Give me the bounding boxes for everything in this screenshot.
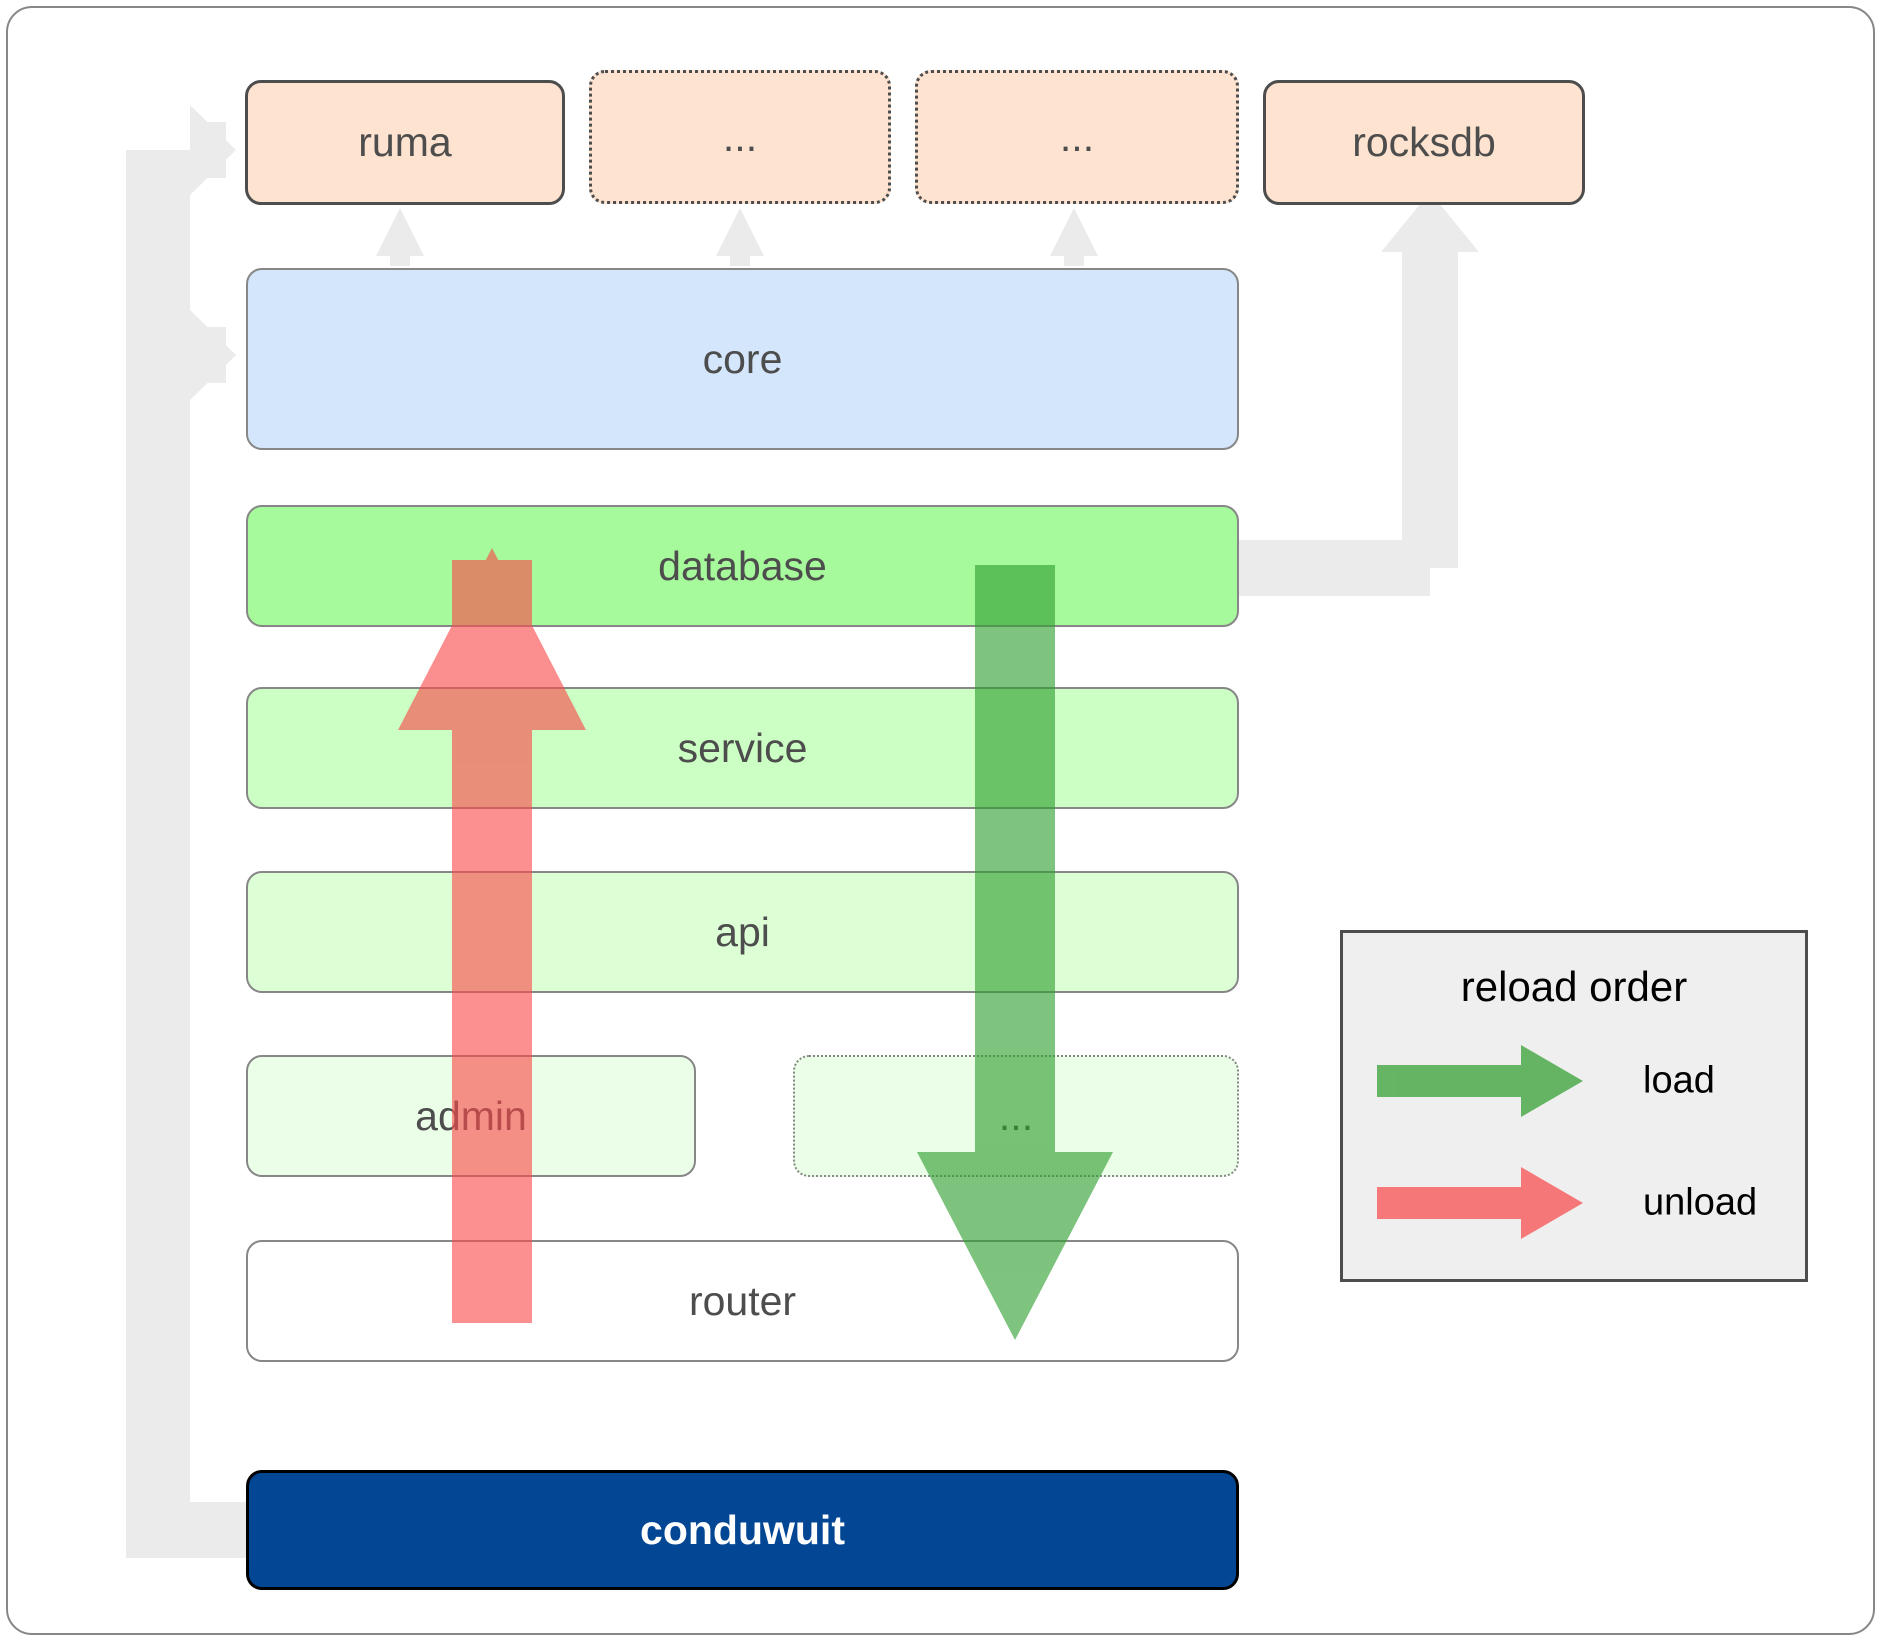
legend-row-unload: unload: [1343, 1155, 1805, 1251]
legend-label-load: load: [1643, 1059, 1715, 1102]
layer-node-router[interactable]: router: [246, 1240, 1239, 1362]
root-node-conduwuit[interactable]: conduwuit: [246, 1470, 1239, 1590]
layer-node-api[interactable]: api: [246, 871, 1239, 993]
root-label: conduwuit: [640, 1506, 845, 1553]
dependency-node-ellipsis-1[interactable]: ...: [589, 70, 891, 204]
core-node[interactable]: core: [246, 268, 1239, 450]
dependency-node-ellipsis-2[interactable]: ...: [915, 70, 1239, 204]
dependency-node-rocksdb[interactable]: rocksdb: [1263, 80, 1585, 205]
dependency-label: ...: [1059, 113, 1095, 160]
dependency-label: rocksdb: [1352, 119, 1496, 165]
layer-node-database[interactable]: database: [246, 505, 1239, 627]
load-arrow-icon: [1377, 1045, 1583, 1117]
layer-label: api: [715, 908, 770, 955]
layer-label: database: [658, 542, 827, 589]
diagram-frame: [6, 6, 1875, 1635]
core-label: core: [702, 335, 783, 382]
layer-label: admin: [415, 1092, 527, 1139]
layer-node-ellipsis[interactable]: ...: [793, 1055, 1239, 1177]
layer-node-admin[interactable]: admin: [246, 1055, 696, 1177]
layer-label: ...: [998, 1092, 1034, 1139]
unload-arrow-icon: [1377, 1167, 1583, 1239]
dependency-label: ruma: [358, 119, 452, 165]
layer-label: router: [688, 1277, 797, 1324]
legend-title: reload order: [1460, 963, 1688, 1010]
layer-node-service[interactable]: service: [246, 687, 1239, 809]
legend-label-unload: unload: [1643, 1181, 1758, 1224]
layer-label: service: [677, 724, 808, 771]
legend-row-load: load: [1343, 1033, 1805, 1129]
dependency-label: ...: [722, 113, 758, 160]
dependency-node-ruma[interactable]: ruma: [245, 80, 565, 205]
legend-panel: reload order load unload: [1340, 930, 1808, 1282]
